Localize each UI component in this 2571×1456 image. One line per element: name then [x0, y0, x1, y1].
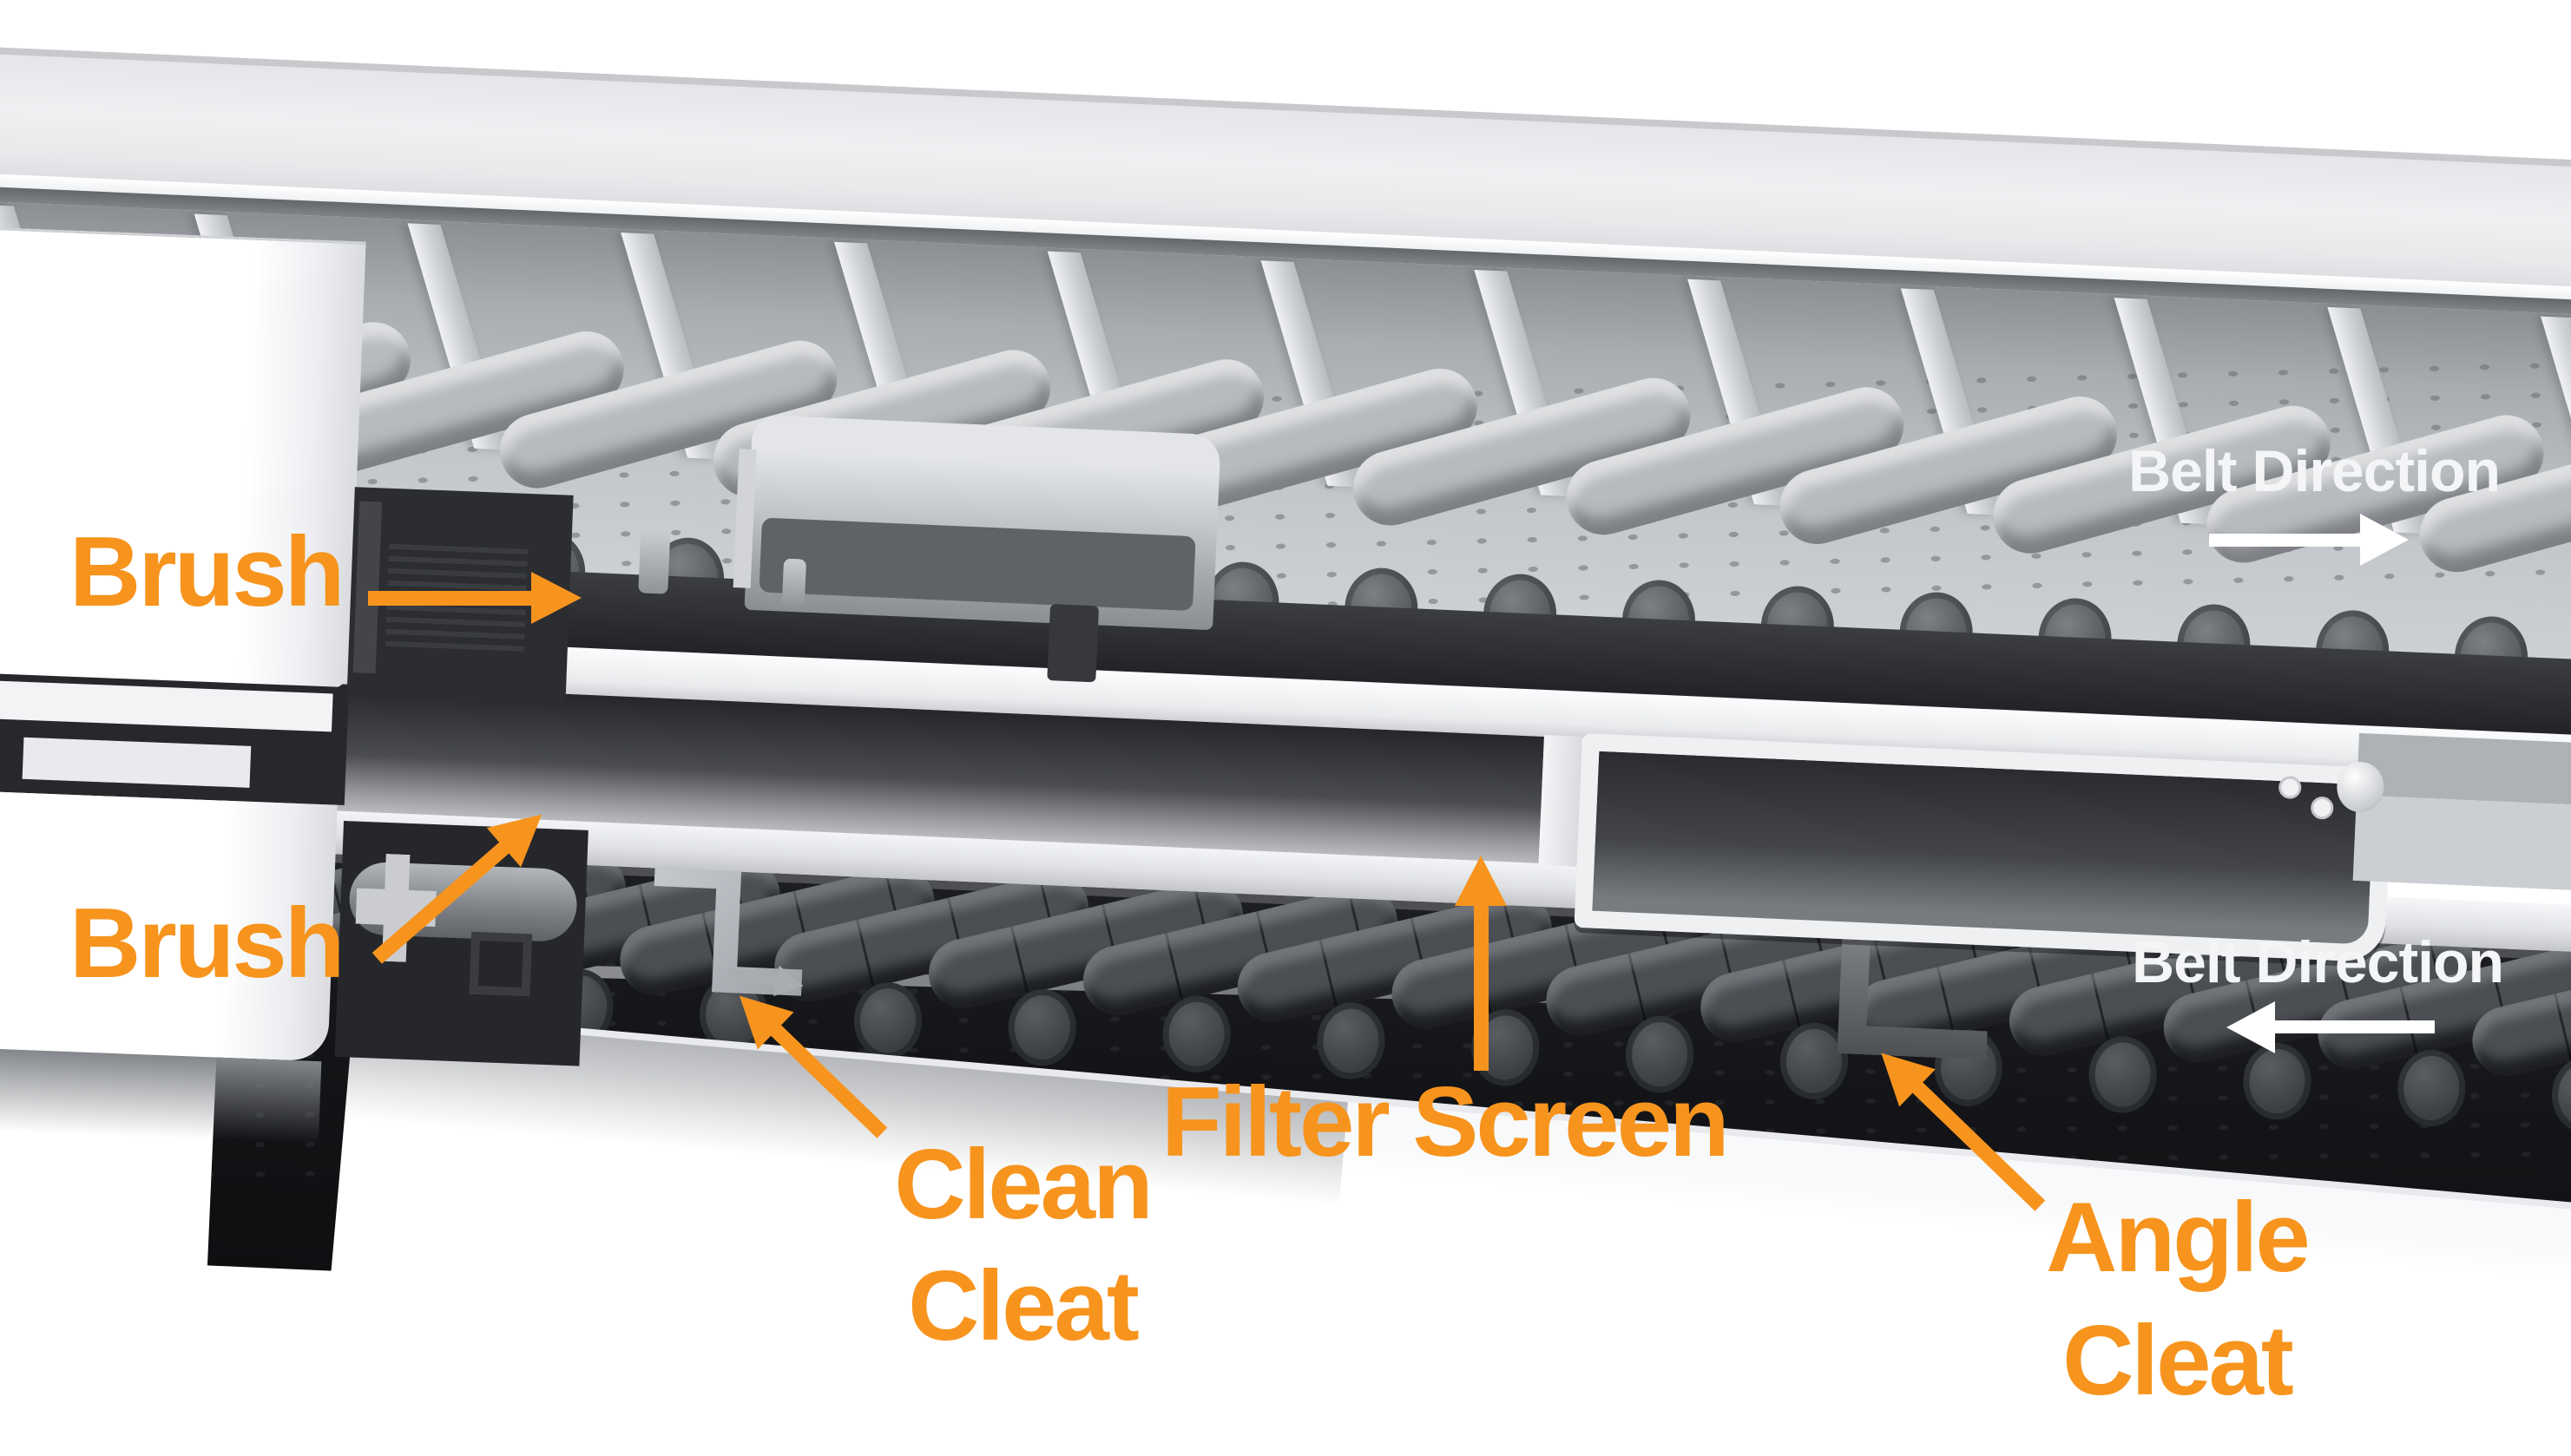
label-clean-cleat-line1: Clean [894, 1130, 1153, 1240]
housing-slat [22, 737, 252, 788]
label-filter-screen: Filter Screen [1161, 1067, 1730, 1177]
label-clean-cleat: Clean Cleat [875, 1125, 1170, 1367]
label-clean-cleat-line2: Cleat [908, 1251, 1140, 1361]
channel-notch [759, 517, 1196, 612]
label-angle-cleat: Angle Cleat [2029, 1177, 2324, 1423]
label-brush-top: Brush [69, 517, 345, 627]
grease-fitting [638, 530, 671, 594]
housing-slat [0, 680, 333, 732]
brush-bottom-area [334, 821, 589, 1066]
channel-bracket [1047, 604, 1100, 683]
label-angle-cleat-line1: Angle [2046, 1183, 2311, 1293]
label-angle-cleat-line2: Cleat [2062, 1306, 2294, 1416]
side-guard-channel [733, 414, 1221, 631]
brush-mount-plate [352, 501, 383, 674]
label-belt-direction-top: Belt Direction [2128, 438, 2501, 504]
label-brush-bottom: Brush [69, 889, 345, 999]
housing-slot [0, 673, 349, 806]
brush-housing-column [0, 227, 617, 1205]
slot-divider [1538, 734, 1583, 867]
label-belt-direction-bottom: Belt Direction [2132, 929, 2504, 995]
housing-shadow [0, 1047, 322, 1144]
grease-fitting [781, 558, 807, 608]
right-support-block [2352, 732, 2571, 897]
brush-bracket [469, 931, 533, 997]
